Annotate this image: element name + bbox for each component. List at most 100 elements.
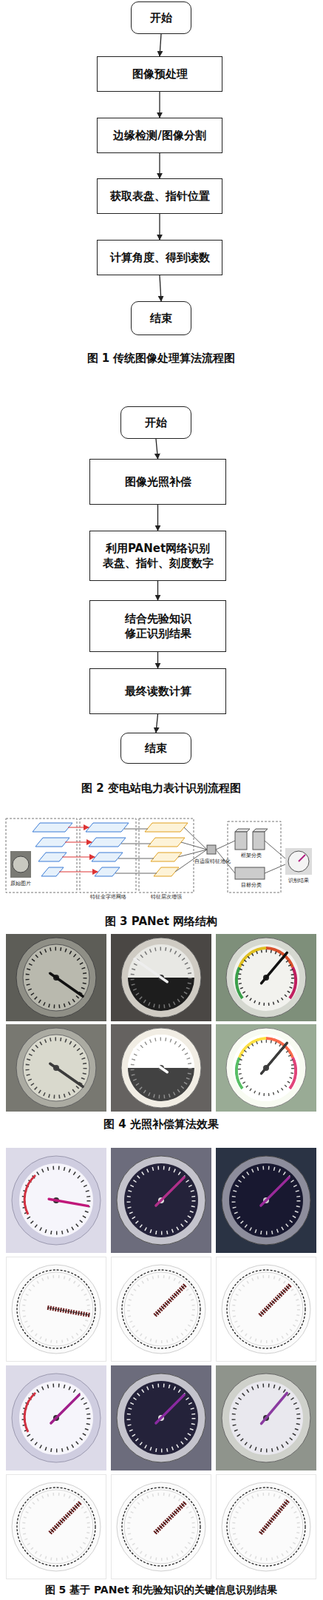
panet-illustration — [5, 817, 312, 892]
process-box: 图像光照补偿 — [89, 458, 227, 505]
dashed-frame — [227, 820, 281, 892]
process-box: 利用PANet网络识别 表盘、指针、刻度数字 — [89, 529, 227, 581]
node-text: 图像光照补偿 — [124, 473, 192, 489]
result-sketch — [111, 1255, 212, 1360]
red-arrow — [65, 841, 92, 842]
gauge-pointer — [155, 1393, 185, 1422]
gauge-photos — [5, 932, 317, 1111]
process-box: 结合先验知识 修正识别结果 — [89, 599, 227, 652]
process-box: 最终读数计算 — [89, 667, 227, 714]
detected-pointer — [155, 1283, 186, 1314]
node-text: 开始 — [144, 414, 168, 430]
node-text: 获取表盘、指针位置 — [110, 188, 210, 204]
terminal-box: 结束 — [130, 300, 192, 335]
gauge-pointer — [134, 1048, 168, 1071]
node-text: 结束 — [144, 739, 168, 755]
detected-pointer — [260, 1498, 288, 1532]
terminal-box: 结束 — [120, 731, 192, 763]
photo-thumbnail — [10, 850, 32, 877]
part-label: 框架分类 — [240, 851, 262, 858]
gauge-pointer — [134, 957, 168, 981]
gauge-photo — [215, 932, 317, 1020]
flow-arrow — [157, 580, 159, 600]
node-text: 边缘检测/图像分割 — [113, 127, 206, 143]
process-box: 图像预处理 — [96, 56, 223, 92]
gauge-pointer — [51, 1393, 80, 1422]
pooling-line — [181, 841, 207, 849]
node-text: 结合先验知识 修正识别结果 — [94, 610, 221, 641]
red-arrow — [59, 870, 98, 872]
process-box: 计算角度、得到读数 — [96, 239, 223, 275]
feature-map — [144, 821, 188, 831]
dashed-frame — [5, 817, 77, 892]
part-label: 目标分类 — [240, 881, 262, 887]
node-text: 计算角度、得到读数 — [110, 249, 210, 265]
result-sketch — [216, 1255, 317, 1360]
branch-line — [215, 839, 236, 849]
figure-caption: 图 3 PANet 网络结构 — [104, 913, 218, 927]
gauge-photo — [110, 1022, 212, 1111]
fc-box — [235, 830, 247, 849]
gauge-photo — [5, 1146, 107, 1252]
flow-arrow — [158, 213, 160, 240]
process-box: 边缘检测/图像分割 — [96, 117, 223, 153]
detected-pointer — [47, 1306, 90, 1314]
result-thumbnail — [298, 853, 306, 861]
feature-map — [150, 851, 182, 861]
gauge-pointer — [155, 1175, 185, 1205]
result-thumbnail — [288, 850, 309, 871]
gauge-photo — [110, 1146, 212, 1252]
gauge-photo — [215, 1363, 317, 1469]
feature-map — [94, 866, 120, 876]
part-label: 原始图片 — [10, 879, 32, 886]
red-arrow — [68, 826, 89, 828]
flow-arrow — [158, 153, 160, 179]
fc-box — [235, 827, 250, 831]
red-arrow — [62, 855, 95, 857]
terminal-box: 开始 — [120, 405, 192, 439]
gauge-photo — [110, 932, 212, 1020]
flow-arrow — [155, 713, 159, 732]
feature-map — [85, 821, 129, 831]
feature-map — [35, 836, 70, 846]
feature-map — [32, 821, 73, 831]
feature-link — [124, 827, 148, 829]
feature-link — [121, 842, 151, 844]
gauge-pointer — [261, 1391, 288, 1422]
result-sketch — [216, 1473, 317, 1578]
branch-line — [264, 839, 286, 858]
gauge-photo — [110, 1363, 212, 1469]
feature-map — [147, 836, 185, 846]
dashed-frame — [79, 817, 136, 892]
pooled-feature — [206, 844, 216, 853]
result-sketch — [111, 1473, 212, 1578]
detected-pointer — [50, 1500, 81, 1531]
feature-map — [88, 836, 126, 846]
figure-caption: 图 5 基于 PANet 和先验知识的关键信息识别结果 — [45, 1581, 278, 1595]
gauge-photo — [5, 1363, 107, 1469]
result-sketch — [6, 1473, 107, 1578]
result-sketch — [6, 1255, 107, 1360]
feature-map — [153, 866, 179, 876]
detected-pointer — [155, 1500, 186, 1531]
gauge-photo — [215, 1022, 317, 1111]
flow-arrow — [159, 274, 162, 301]
node-text: 开始 — [150, 10, 173, 26]
figure-caption: 图 4 光照补偿算法效果 — [103, 1116, 219, 1130]
gauge-pointer — [261, 951, 288, 982]
flow-arrow — [158, 91, 160, 118]
process-box: 获取表盘、指针位置 — [96, 178, 223, 214]
pooling-line — [178, 848, 207, 856]
feature-map — [91, 851, 123, 861]
fc-box — [252, 827, 268, 831]
flow-arrow — [155, 438, 159, 459]
branch-line — [264, 863, 286, 873]
detected-pointer — [260, 1283, 291, 1314]
feature-link — [115, 872, 157, 873]
figure-caption: 图 1 传统图像处理算法流程图 — [87, 351, 236, 365]
node-text: 最终读数计算 — [124, 682, 192, 698]
fc-box — [235, 866, 265, 879]
terminal-box: 开始 — [130, 1, 192, 34]
node-text: 结束 — [150, 310, 173, 326]
feature-link — [118, 857, 154, 859]
